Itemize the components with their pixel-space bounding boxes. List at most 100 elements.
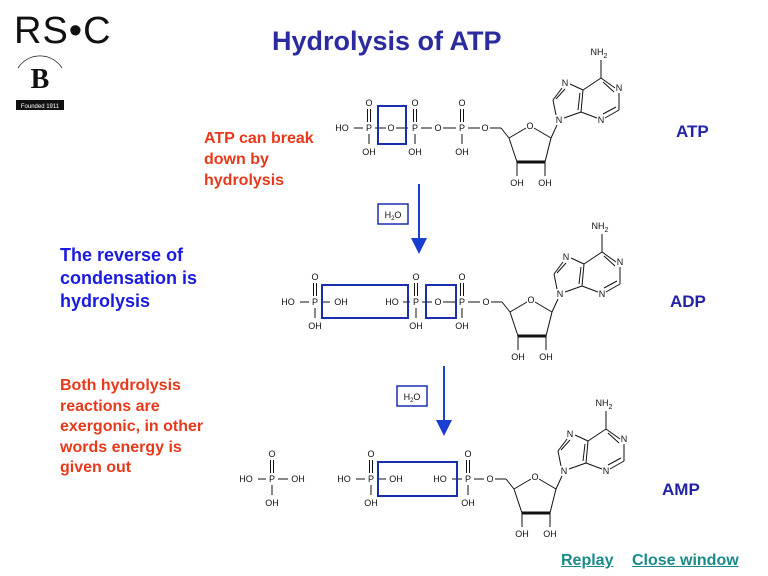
oxygen-label: O (458, 98, 465, 108)
bond (563, 111, 582, 119)
hydroxyl-label: HO (281, 297, 295, 307)
products-box (377, 461, 458, 497)
hydroxyl-label: OH (265, 498, 279, 508)
bond (534, 301, 553, 313)
note-break-down: ATP can break down by hydrolysis (204, 128, 334, 191)
bond (545, 311, 553, 337)
bond (505, 478, 515, 490)
hydroxyl-label: OH (408, 147, 422, 157)
bond (569, 83, 584, 91)
bond (556, 262, 567, 274)
bond (552, 99, 557, 116)
bond (552, 87, 563, 101)
hydroxyl-label: OH (409, 321, 423, 331)
note-line: Both hydrolysis (60, 377, 181, 394)
nitrogen-label: N (561, 466, 568, 476)
note-line: The reverse of (60, 245, 184, 265)
oxygen-label: O (464, 449, 471, 459)
hydroxyl-label: OH (308, 321, 322, 331)
bond (500, 127, 510, 139)
phosphorus-label: P (413, 297, 419, 307)
hydroxyl-label: OH (510, 178, 524, 188)
phosphorus-label: P (312, 297, 318, 307)
hydroxyl-label: OH (511, 352, 525, 362)
bond (602, 106, 617, 115)
phosphorus-label: P (465, 474, 471, 484)
ester-oxygen-label: O (486, 474, 493, 484)
bond (582, 77, 602, 91)
ring-oxygen-label: O (526, 121, 533, 131)
bond (578, 266, 582, 285)
bond (533, 127, 552, 139)
amino-label: NH2 (596, 398, 613, 411)
hydroxyl-label: OH (362, 147, 376, 157)
phosphorus-label: P (459, 123, 465, 133)
ring-oxygen-label: O (531, 472, 538, 482)
oxygen-label: O (311, 272, 318, 282)
phosphorus-label: P (366, 123, 372, 133)
bond (550, 124, 558, 139)
note-line: down by (204, 151, 269, 168)
nitrogen-label: N (603, 466, 610, 476)
bond (557, 438, 568, 452)
replay-link[interactable]: Replay (561, 552, 614, 569)
oxygen-label: O (412, 272, 419, 282)
note-line: hydrolysis (60, 291, 151, 311)
nitrogen-label: N (563, 252, 570, 262)
seal-letter: B (31, 64, 50, 95)
bond (549, 488, 557, 514)
oxygen-label: O (367, 449, 374, 459)
bond (553, 261, 564, 275)
next-bond-box (425, 284, 457, 319)
nitrogen-label: N (617, 257, 624, 267)
note-exergonic: Both hydrolysis reactions are exergonic,… (60, 376, 230, 479)
note-line: condensation is (60, 268, 198, 288)
nitrogen-label: N (599, 289, 606, 299)
bond (585, 462, 603, 470)
seal-founded: Founded 1911 (21, 104, 60, 110)
bond (577, 92, 581, 111)
adp-label: ADP (670, 292, 706, 311)
amino-label: NH2 (591, 47, 608, 60)
hydroxyl-label: HO (239, 474, 253, 484)
note-line: hydrolysis (204, 172, 285, 189)
hydroxyl-label: OH (543, 529, 557, 539)
bond (603, 255, 616, 267)
bond (603, 280, 618, 289)
nitrogen-label: N (556, 115, 563, 125)
close-window-link[interactable]: Close window (632, 552, 739, 569)
bond (509, 301, 528, 313)
bond (508, 127, 527, 139)
bond (574, 434, 589, 442)
bond (583, 251, 603, 265)
hydroxyl-label: OH (334, 297, 348, 307)
bond (581, 263, 585, 287)
phosphorus-label: P (412, 123, 418, 133)
ester-oxygen-label: O (482, 297, 489, 307)
hydroxyl-label: OH (291, 474, 305, 484)
bridge-oxygen-label: O (434, 123, 441, 133)
oxygen-label: O (411, 98, 418, 108)
bond (605, 283, 621, 293)
rsc-logo: RS•C (14, 10, 112, 52)
bridge-oxygen-label: O (434, 297, 441, 307)
hydroxyl-label: OH (455, 321, 469, 331)
hydroxyl-label: OH (455, 147, 469, 157)
bond (581, 285, 599, 293)
bond (585, 440, 589, 464)
bond (587, 428, 607, 442)
bond (570, 257, 585, 265)
nitrogen-label: N (616, 83, 623, 93)
bond (560, 439, 571, 451)
bond (501, 301, 511, 313)
oxygen-label: O (268, 449, 275, 459)
hydroxyl-label: OH (539, 352, 553, 362)
ester-oxygen-label: O (481, 123, 488, 133)
amino-label: NH2 (592, 221, 609, 234)
hydroxyl-label: OH (461, 498, 475, 508)
oxygen-label: O (458, 272, 465, 282)
bond (605, 428, 621, 440)
nitrogen-label: N (598, 115, 605, 125)
bond (538, 478, 557, 490)
